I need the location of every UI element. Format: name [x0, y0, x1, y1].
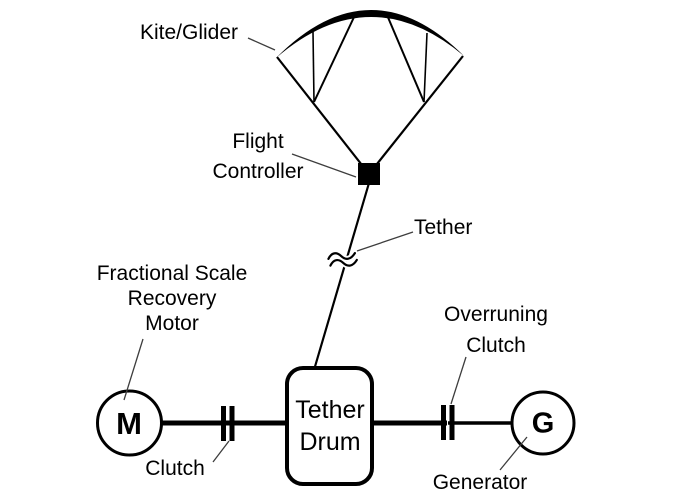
bridle-left-vertical-line [312, 31, 315, 103]
kite-leader-line [247, 37, 276, 51]
tether-drum-label: Tether Drum [295, 394, 364, 458]
bridle-right-vertical-line [423, 32, 428, 103]
flight-controller-leader-line [291, 153, 357, 178]
recovery-motor-label-line2: Recovery [127, 287, 217, 310]
flight-controller-label: Flight Controller [212, 127, 303, 187]
bridle-lines [276, 14, 464, 175]
overrunning-clutch-symbol [441, 405, 455, 440]
tether-leader-line [356, 231, 414, 252]
generator-leader-line [499, 436, 528, 471]
generator-label: Generator [432, 471, 528, 494]
motor-symbol: M [116, 406, 142, 441]
clutch-label: Clutch [145, 457, 205, 480]
flight-controller-label-line1: Flight [232, 130, 284, 153]
clutch-symbol [221, 406, 235, 441]
motor-circle [96, 389, 163, 457]
recovery-motor-label-line3: Motor [145, 312, 199, 335]
flight-controller-box [358, 163, 380, 185]
kite-glider-label: Kite/Glider [139, 21, 239, 44]
tether-drum-box [285, 366, 374, 486]
overrunning-clutch-label-line1: Overruning [444, 303, 548, 326]
clutch-leader-line [212, 440, 230, 463]
tether-line [312, 182, 371, 371]
overrunning-clutch-label: Overruning Clutch [444, 299, 548, 361]
recovery-motor-label: Fractional Scale Recovery Motor [97, 261, 248, 336]
bridle-right-diagonal-line [386, 14, 425, 103]
motor-leader-line [123, 338, 144, 401]
flight-controller-label-line2: Controller [212, 160, 304, 183]
recovery-motor-label-line1: Fractional Scale [96, 262, 248, 285]
leader-lines [123, 37, 528, 471]
overrunning-clutch-leader-line [450, 356, 467, 405]
tether-drum-label-line1: Tether [295, 396, 365, 424]
tether-break-icon [325, 250, 360, 269]
kite-canopy [276, 9, 464, 58]
bridle-left-diagonal-line [313, 14, 356, 103]
generator-symbol: G [531, 407, 555, 440]
generator-circle [510, 390, 576, 456]
bridle-left-main-line [276, 56, 370, 175]
overrunning-clutch-label-line2: Clutch [466, 334, 526, 357]
bridle-right-main-line [368, 55, 464, 175]
tether-label: Tether [414, 216, 473, 239]
tether-drum-label-line2: Drum [299, 428, 361, 456]
